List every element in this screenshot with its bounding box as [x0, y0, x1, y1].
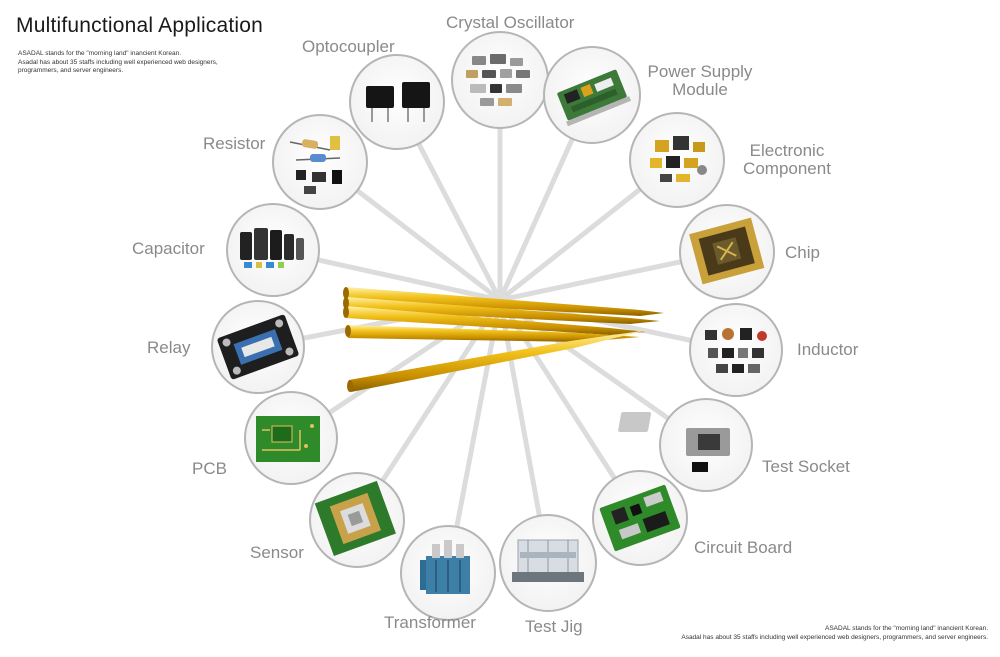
footer-text: ASADAL stands for the "morning land" ina…	[588, 624, 988, 642]
optocoupler-icon	[366, 82, 430, 122]
intro-line: ASADAL stands for the "morning land" ina…	[18, 50, 181, 57]
label-line: Electronic	[749, 141, 825, 160]
relay-icon	[217, 314, 299, 380]
pcb-icon	[256, 416, 320, 462]
inductor-icon	[705, 328, 767, 373]
sensor-icon	[314, 480, 396, 557]
crystal-oscillator-circle	[451, 31, 549, 129]
gold-pogo-pins	[343, 287, 664, 392]
resistor-icon	[289, 136, 342, 194]
label-pcb: PCB	[192, 459, 227, 478]
test-socket-icon	[618, 412, 730, 472]
label-resistor: Resistor	[203, 134, 266, 153]
intro-line: Asadal has about 35 staffs including wel…	[18, 58, 218, 66]
optocoupler-circle	[349, 54, 445, 150]
page-title: Multifunctional Application	[16, 14, 264, 37]
circuit-board-icon	[599, 484, 681, 552]
label-relay: Relay	[147, 338, 191, 357]
electronic-component-icon	[650, 136, 707, 182]
label-line: Component	[743, 159, 831, 178]
footer-line: Asadal has about 35 staffs including wel…	[681, 634, 988, 641]
label-electronic-component: Electronic Component	[734, 142, 840, 178]
label-test-jig: Test Jig	[525, 617, 583, 636]
power-supply-module-icon	[557, 69, 632, 127]
label-capacitor: Capacitor	[132, 239, 205, 258]
label-line: Power Supply	[647, 62, 753, 81]
intro-line: programmers, and server engineers.	[18, 67, 124, 74]
inductor-circle	[689, 303, 783, 397]
label-optocoupler: Optocoupler	[302, 37, 395, 56]
label-chip: Chip	[785, 243, 820, 262]
label-power-supply-module: Power Supply Module	[640, 63, 760, 99]
test-jig-icon	[512, 539, 584, 582]
label-line: Module	[672, 80, 728, 99]
label-sensor: Sensor	[250, 543, 304, 562]
label-transformer: Transformer	[384, 613, 476, 632]
label-circuit-board: Circuit Board	[694, 538, 793, 557]
crystal-oscillator-icon	[466, 54, 530, 106]
capacitor-icon	[240, 228, 304, 268]
label-crystal-oscillator: Crystal Oscillator	[446, 13, 575, 32]
footer-line: ASADAL stands for the "morning land" ina…	[825, 625, 988, 632]
transformer-icon	[420, 540, 470, 594]
label-test-socket: Test Socket	[762, 457, 850, 476]
label-inductor: Inductor	[797, 340, 859, 359]
intro-text: ASADAL stands for the "morning land" ina…	[18, 50, 248, 76]
chip-icon	[689, 217, 765, 285]
